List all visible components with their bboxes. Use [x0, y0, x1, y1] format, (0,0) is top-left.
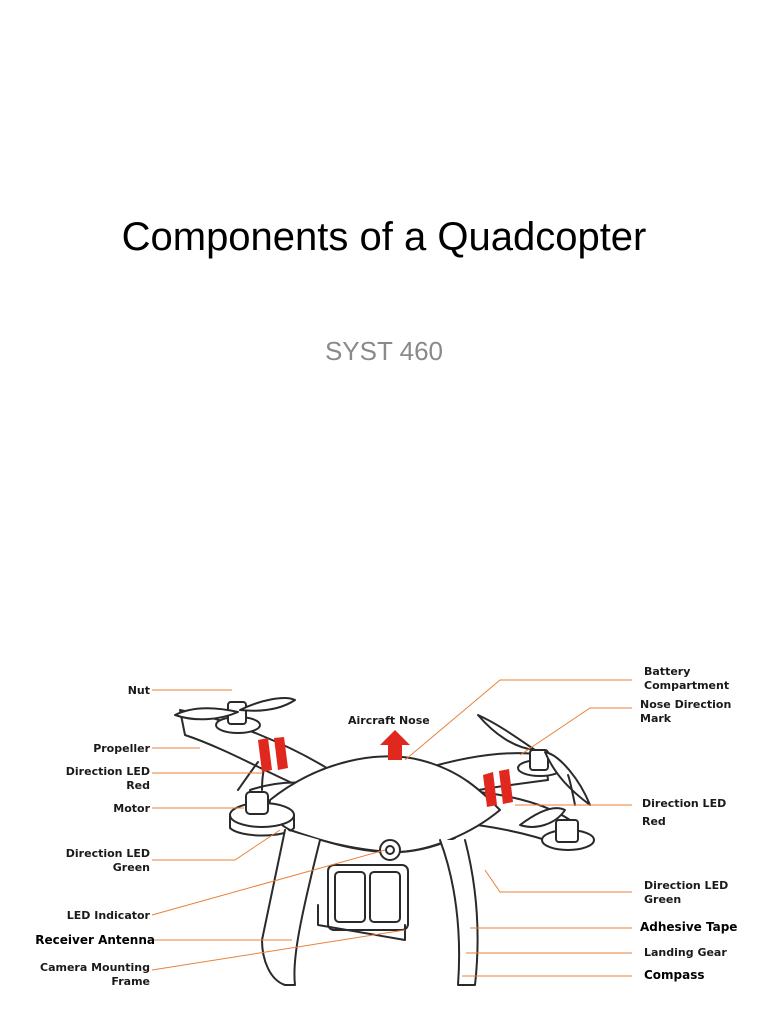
label-landing-gear: Landing Gear: [644, 946, 727, 959]
label-nose-direction: Nose Direction: [640, 698, 732, 711]
label-propeller: Propeller: [93, 742, 150, 755]
aircraft-nose-label: Aircraft Nose: [348, 714, 430, 727]
label-motor: Motor: [113, 802, 150, 815]
label-direction-led-green-right: Direction LED: [644, 879, 729, 892]
quadcopter-diagram: Aircraft Nose Nut Propeller Direction LE…: [0, 640, 768, 1024]
label-led-indicator: LED Indicator: [66, 909, 150, 922]
label-direction-led-green-left-color: Green: [112, 861, 150, 874]
label-camera-mounting: Camera Mounting: [40, 961, 150, 974]
slide-subtitle: SYST 460: [324, 336, 444, 366]
slide-title: Components of a Quadcopter: [121, 215, 647, 259]
label-compass: Compass: [644, 968, 705, 982]
label-adhesive-tape: Adhesive Tape: [640, 920, 738, 934]
label-receiver-antenna: Receiver Antenna: [35, 933, 155, 947]
label-battery-compartment: Compartment: [644, 679, 730, 692]
label-direction-led-green-right-color: Green: [644, 893, 682, 906]
label-direction-led-red-right: Direction LED: [642, 797, 727, 810]
label-direction-led-red-right-color: Red: [642, 815, 666, 828]
label-direction-led-red-left: Direction LED: [65, 765, 150, 778]
label-direction-led-red-left-color: Red: [126, 779, 150, 792]
label-camera-mounting-frame: Frame: [111, 975, 150, 988]
label-battery: Battery: [644, 665, 691, 678]
label-nose-direction-mark: Mark: [640, 712, 672, 725]
label-nut: Nut: [127, 684, 150, 697]
label-direction-led-green-left: Direction LED: [65, 847, 150, 860]
quadcopter-illustration: [151, 679, 632, 986]
